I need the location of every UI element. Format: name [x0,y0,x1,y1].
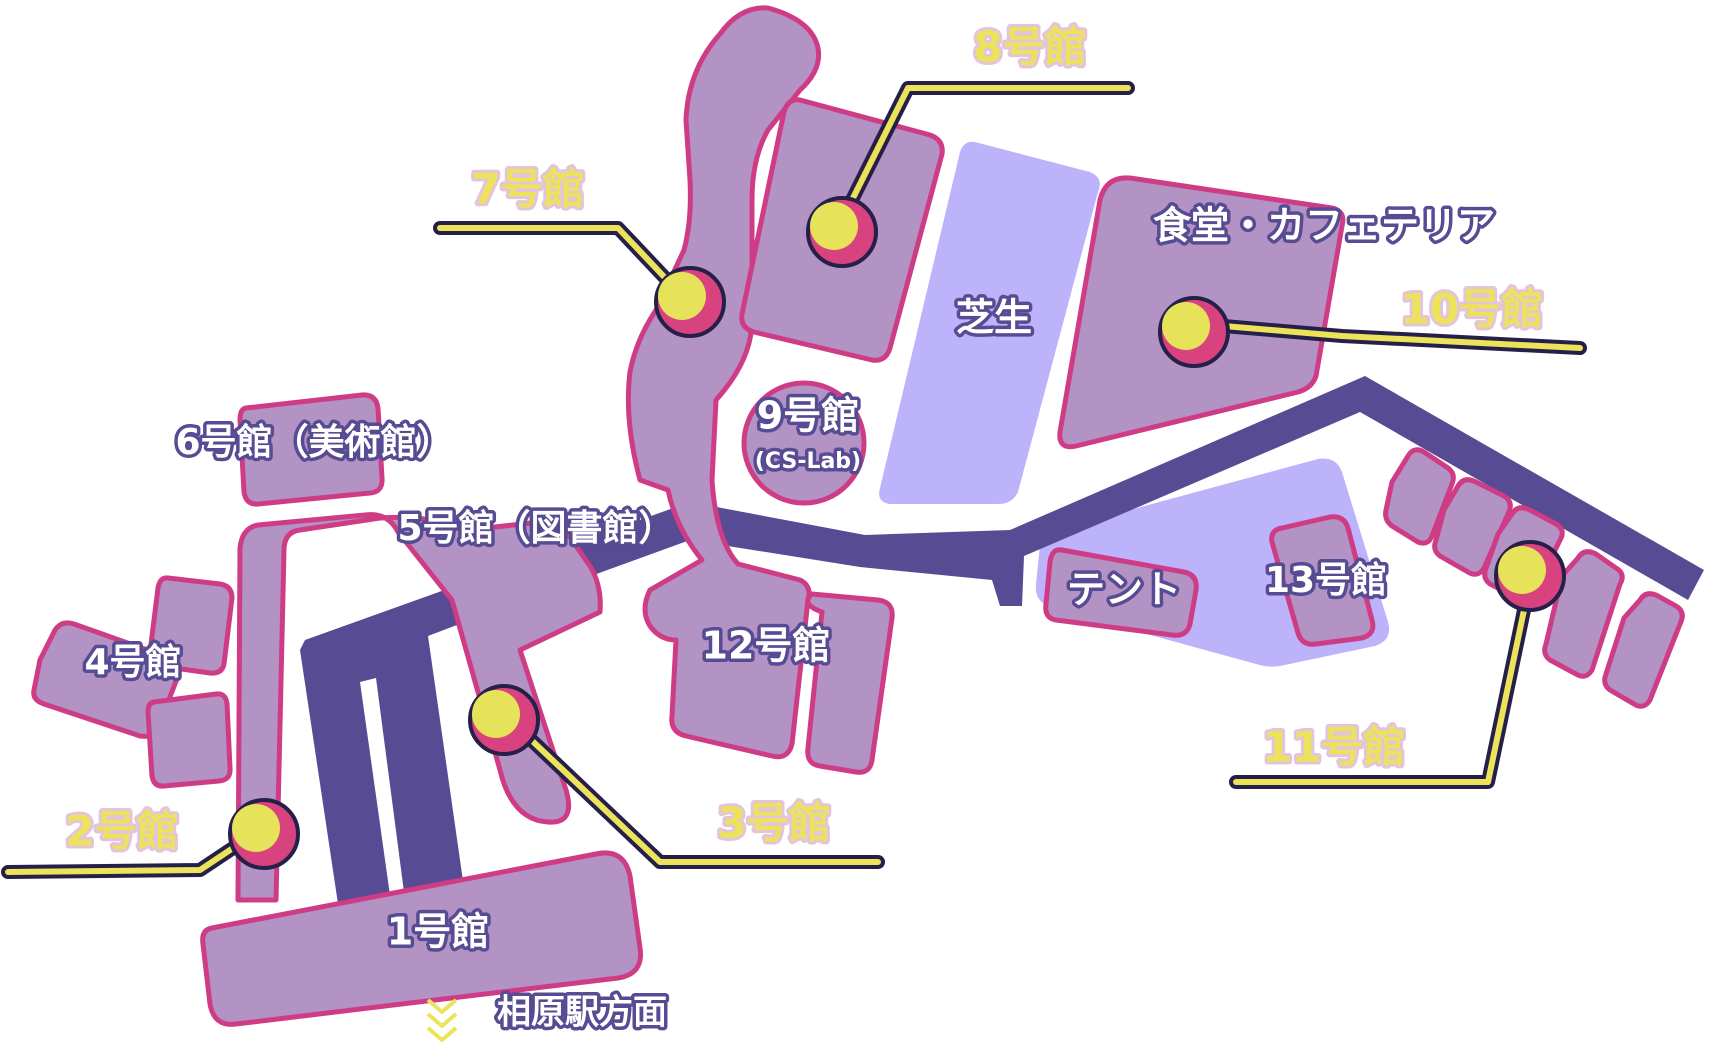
lawn-area[interactable] [879,141,1100,504]
label-direction: 相原駅方面 [497,993,667,1033]
building-b12[interactable] [805,591,895,775]
callout-b8: 8号館 [973,23,1086,72]
callout-b7: 7号館 [471,165,584,214]
callout-b3: 3号館 [717,799,830,848]
pin-b3[interactable] [468,684,540,756]
building-b13[interactable] [1269,514,1376,647]
building-b1[interactable] [200,850,644,1027]
label-b6: 6号館（美術館） [175,421,452,463]
chevron-down-icon [426,998,458,1042]
pin-b11[interactable] [1494,540,1566,612]
label-cafeteria: 食堂・カフェテリア [1153,204,1495,248]
label-b4: 4号館 [84,641,181,683]
label-b12: 12号館 [702,624,831,668]
callout-b2: 2号館 [65,807,178,856]
road-west-loop [300,502,690,944]
building-b2-b6-frame[interactable] [235,512,603,903]
callout-b10: 10号館 [1401,285,1543,334]
pin-b8[interactable] [806,196,878,268]
building-b9[interactable] [741,380,867,506]
road-main [690,376,1704,606]
building-tent[interactable] [1043,547,1199,638]
label-b5: 5号館（図書館） [397,507,674,549]
label-b9: 9号館 [757,394,859,438]
leader-lines [1,81,1587,879]
building-b7[interactable] [625,5,822,760]
callout-b11: 11号館 [1263,723,1405,772]
label-b1: 1号館 [387,910,489,954]
label-tent: テント [1067,568,1181,612]
pin-b10[interactable] [1158,296,1230,368]
pin-b2[interactable] [228,798,300,870]
pin-b7[interactable] [654,266,726,338]
label-lawn: 芝生 [956,296,1032,340]
label-b9-sub: (CS-Lab) [755,449,861,474]
building-b6[interactable] [237,392,385,507]
building-b4[interactable] [31,575,235,789]
label-b13: 13号館 [1265,559,1387,601]
